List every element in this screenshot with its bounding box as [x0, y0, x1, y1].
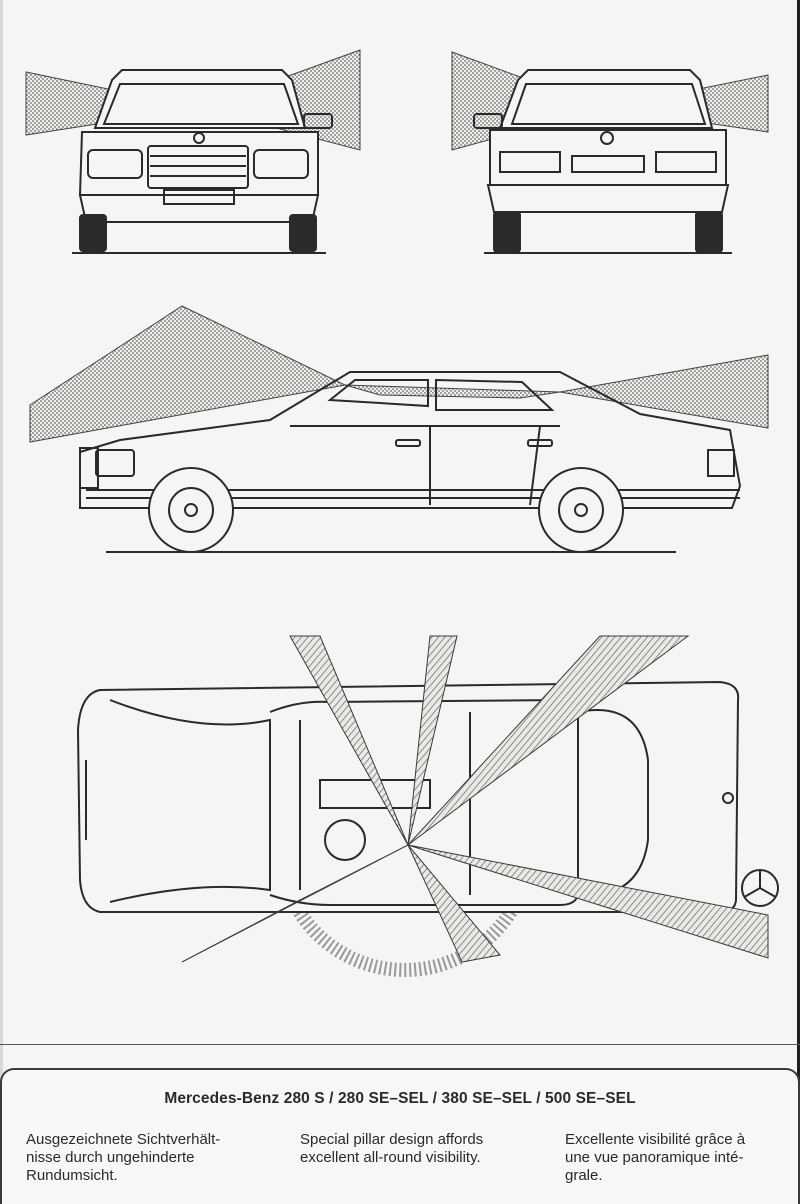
scan-edge-right: [797, 0, 800, 1204]
model-title: Mercedes-Benz 280 S / 280 SE–SEL / 380 S…: [164, 1090, 636, 1107]
caption-card: [0, 1068, 800, 1204]
caption-german: Ausgezeichnete Sichtverhält- nisse durch…: [26, 1131, 221, 1184]
scan-edge-left: [0, 0, 3, 1204]
mercedes-star-icon: [741, 869, 779, 907]
car-rear-view-icon: [451, 51, 769, 254]
caption-english: Special pillar design affords excellent …: [300, 1131, 484, 1166]
car-front-view-icon: [25, 49, 361, 254]
caption-french: Excellente visibilité grâce à une vue pa…: [565, 1131, 746, 1184]
car-top-view-icon: [76, 635, 769, 977]
illustration-canvas: [25, 49, 779, 977]
divider: [0, 1044, 800, 1045]
car-side-view-icon: [29, 305, 769, 553]
